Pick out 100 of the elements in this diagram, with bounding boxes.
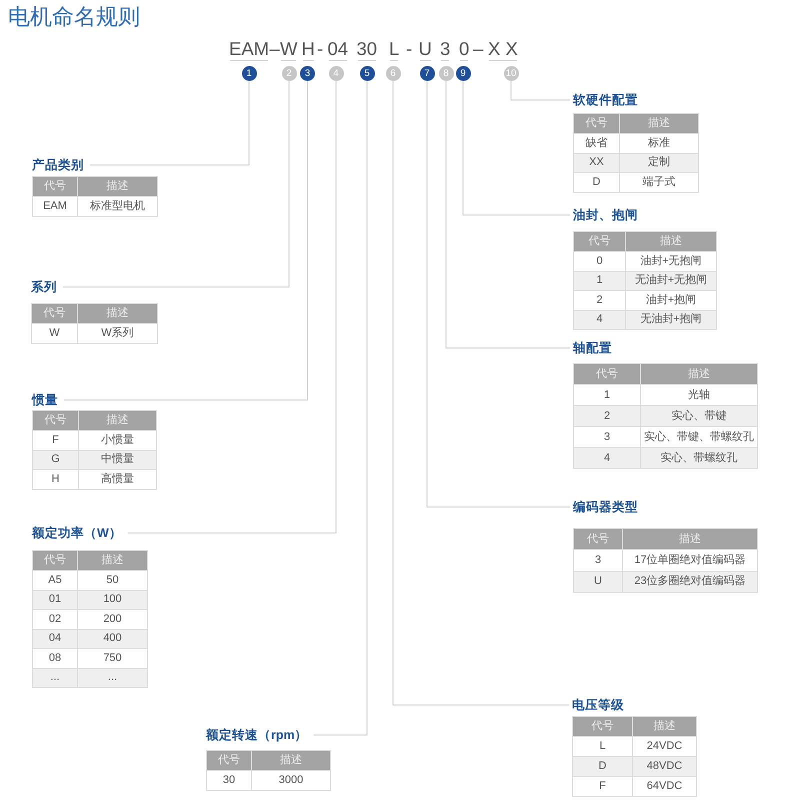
code-separator: – <box>270 38 280 60</box>
table-cell: 23位多圈绝对值编码器 <box>622 571 758 592</box>
table-cell: 30 <box>206 770 252 790</box>
table-cell: 400 <box>78 629 148 648</box>
table-cell: 17位单圈绝对值编码器 <box>622 550 758 571</box>
table-cell: 4 <box>574 448 640 468</box>
header-cell: 描述 <box>620 114 698 134</box>
section-heading: 轴配置 <box>573 340 612 356</box>
leader-line <box>426 80 570 508</box>
leader-line <box>392 80 570 706</box>
table-cell: 标准 <box>620 134 698 153</box>
table-cell: ... <box>78 668 148 688</box>
number-badge: 3 <box>300 66 315 80</box>
section-heading: 电压等级 <box>572 696 624 714</box>
leader-line <box>446 80 570 348</box>
table-cell: 48VDC <box>632 756 696 776</box>
section-heading: 油封、抱闸 <box>573 206 638 224</box>
table-cell: EAM <box>32 196 78 216</box>
table-cell: A5 <box>32 570 78 590</box>
table-cell: 油封+无抱闸 <box>626 252 716 271</box>
table-cell: 高惯量 <box>78 470 156 489</box>
number-badge: 2 <box>282 66 296 80</box>
header-cell: 代号 <box>574 528 622 550</box>
table-cell: 04 <box>32 629 78 648</box>
leader-line <box>313 80 368 736</box>
table-cell: 01 <box>32 590 78 610</box>
leader-line <box>90 80 250 166</box>
table-cell: 标准型电机 <box>78 196 158 216</box>
number-badge: 8 <box>438 66 454 80</box>
page-title: 电机命名规则 <box>8 3 140 31</box>
header-cell: 代号 <box>206 750 252 770</box>
header-cell: 代号 <box>32 304 78 324</box>
header-cell: 代号 <box>572 716 632 736</box>
table-cell: 64VDC <box>632 776 696 796</box>
table-cell: F <box>572 776 632 796</box>
header-cell: 描述 <box>78 176 158 196</box>
code-separator: - <box>406 38 412 60</box>
header-cell: 描述 <box>640 364 758 384</box>
number-badge: 10 <box>504 66 518 80</box>
number-badge: 7 <box>420 66 434 80</box>
table-cell: 实心、带键 <box>640 406 758 426</box>
table-cell: 200 <box>78 610 148 629</box>
section-heading: 额定功率（W） <box>32 524 122 542</box>
table-cell: W <box>32 324 78 343</box>
section-heading: 编码器类型 <box>573 498 638 516</box>
table-cell: 750 <box>78 648 148 668</box>
number-badge: 5 <box>360 66 374 80</box>
header-cell: 描述 <box>632 716 696 736</box>
table-cell: 2 <box>574 290 626 310</box>
table-cell: 缺省 <box>574 134 620 153</box>
table-cell: ... <box>32 668 78 688</box>
table-cell: D <box>574 172 620 192</box>
table-cell: W系列 <box>78 324 158 343</box>
leader-line <box>127 80 336 534</box>
header-cell: 代号 <box>574 364 640 384</box>
number-badge: 4 <box>328 66 344 80</box>
table-cell: 实心、带螺纹孔 <box>640 448 758 468</box>
table-cell: 3000 <box>252 770 330 790</box>
table-cell: 油封+抱闸 <box>626 290 716 310</box>
table-cell: 端子式 <box>620 172 698 192</box>
table-cell: 2 <box>574 406 640 426</box>
table-cell: D <box>572 756 632 776</box>
table-cell: 08 <box>32 648 78 668</box>
section-heading: 软硬件配置 <box>573 92 638 108</box>
code-separator: - <box>317 38 324 60</box>
header-cell: 描述 <box>622 528 758 550</box>
table-cell: 定制 <box>620 153 698 172</box>
header-cell: 代号 <box>574 114 620 134</box>
header-cell: 代号 <box>32 410 78 430</box>
table-cell: H <box>32 470 78 489</box>
header-cell: 代号 <box>32 176 78 196</box>
leader-line <box>64 80 308 400</box>
leader-line <box>462 80 570 216</box>
table-cell: U <box>574 571 622 592</box>
table-cell: F <box>32 430 78 450</box>
table-cell: 02 <box>32 610 78 629</box>
table-cell: 中惯量 <box>78 450 156 470</box>
header-cell: 描述 <box>78 550 148 570</box>
leader-line <box>62 80 290 288</box>
table-cell: 0 <box>574 252 626 271</box>
table-cell: 无油封+无抱闸 <box>626 271 716 290</box>
header-cell: 代号 <box>574 232 626 252</box>
leader-line <box>510 80 570 100</box>
number-badge: 6 <box>386 66 400 80</box>
section-heading: 产品类别 <box>32 156 84 174</box>
table-cell: XX <box>574 153 620 172</box>
header-cell: 代号 <box>32 550 78 570</box>
header-cell: 描述 <box>78 304 158 324</box>
number-badge: 1 <box>242 66 256 80</box>
section-heading: 系列 <box>31 278 57 296</box>
table-cell: 1 <box>574 271 626 290</box>
header-cell: 描述 <box>78 410 156 430</box>
table-cell: 50 <box>78 570 148 590</box>
table-cell: 3 <box>574 550 622 571</box>
table-cell: G <box>32 450 78 470</box>
header-cell: 描述 <box>626 232 716 252</box>
table-cell: 小惯量 <box>78 430 156 450</box>
section-heading: 额定转速（rpm） <box>206 726 308 744</box>
header-cell: 描述 <box>252 750 330 770</box>
table-cell: 4 <box>574 310 626 330</box>
